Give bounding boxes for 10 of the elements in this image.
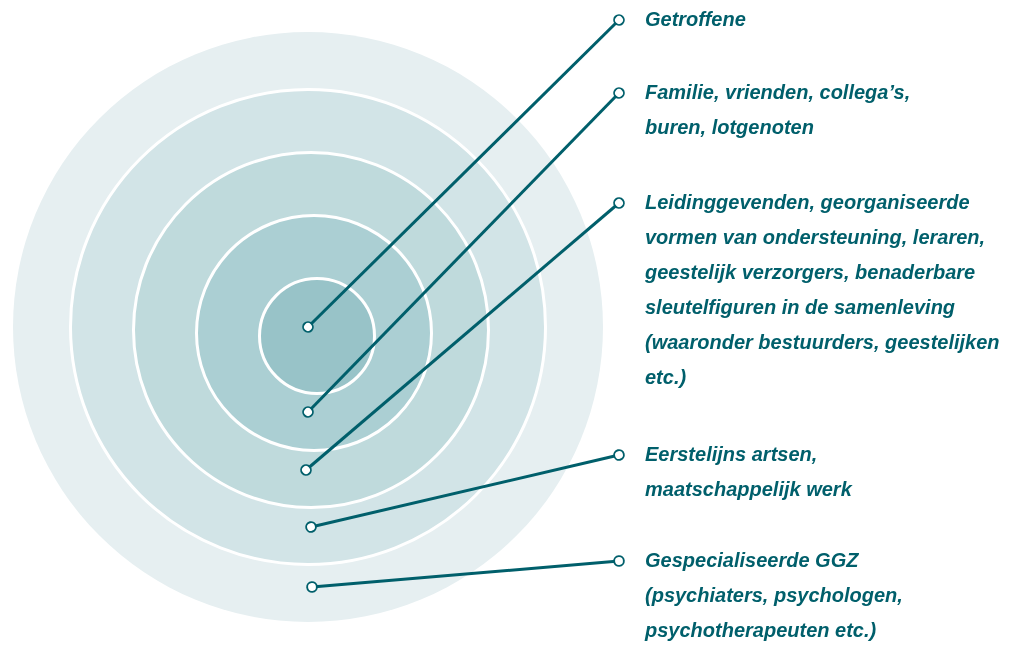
leader-line — [306, 555, 625, 593]
callout-text: Familie, vrienden, collega’s, buren, lotgenoten — [624, 75, 965, 145]
leader-line — [305, 449, 625, 533]
callout-text: Getroffene — [624, 2, 945, 37]
callout-text: Eerstelijns artsen, maatschappelijk werk — [624, 437, 945, 507]
leader-line — [300, 197, 625, 476]
callout-text: Gespecialiseerde GGZ (psychiaters, psychologen, psychotherapeuten etc.) — [624, 543, 965, 646]
callout-text: Leidinggevenden, georganiseerde vormen van ondersteuning, leraren, geestelijk verzorgers, benaderbare sleutelfiguren in de samenleving (waaronder bestuurders, geestelijken etc.) — [624, 185, 1017, 395]
leader-line — [302, 87, 625, 418]
leader-line — [302, 14, 625, 333]
